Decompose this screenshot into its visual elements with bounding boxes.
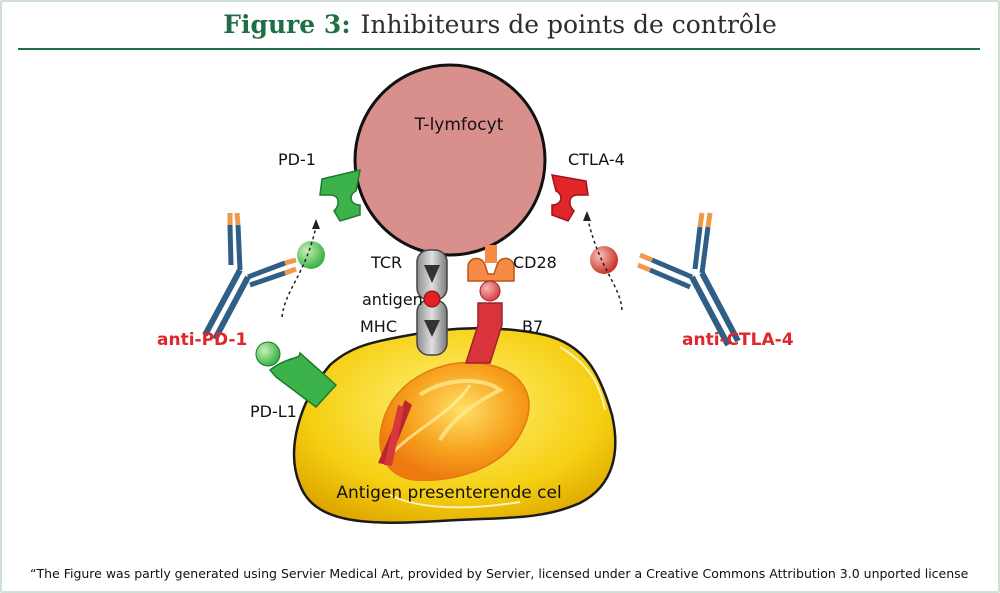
antigen-peptide-icon <box>423 290 441 308</box>
cd28-receptor-icon <box>467 257 515 282</box>
anti-ctla4-drug-sphere <box>590 246 618 274</box>
anti-pd1-label: anti-PD-1 <box>157 330 247 350</box>
apc-label: Antigen presenterende cel <box>336 483 561 503</box>
antigen-presenting-cell <box>292 327 617 524</box>
mhc-label: MHC <box>360 317 397 336</box>
header-rule <box>18 48 980 50</box>
figure-title-text: Inhibiteurs de points de contrôle <box>360 10 777 39</box>
b7-label: B7 <box>522 317 543 336</box>
tcr-label: TCR <box>370 253 402 272</box>
pd1-label: PD-1 <box>278 150 316 169</box>
antigen-label: antigen <box>362 290 423 309</box>
anti-ctla4-arrow <box>587 219 623 311</box>
anti-ctla4-label: anti-CTLA-4 <box>682 330 794 350</box>
cd28-label: CD28 <box>513 253 557 272</box>
pdl1-ligand-icon <box>255 341 338 409</box>
anti-pd1-antibody-icon <box>202 212 297 341</box>
figure-header: Figure 3: Inhibiteurs de points de contrô… <box>0 0 1000 50</box>
t-lymphocyte-label: T-lymfocyt <box>414 115 504 135</box>
credit-footnote: “The Figure was partly generated using S… <box>30 566 969 581</box>
tcr-mhc-complex <box>416 249 448 356</box>
b7-ligand-icon <box>464 280 503 364</box>
figure-number: Figure 3: <box>223 10 351 39</box>
nucleus-shape <box>378 361 530 482</box>
pd1-receptor-icon <box>319 169 361 222</box>
anti-pd1-drug-sphere <box>297 241 325 269</box>
t-lymphocyte-cell <box>353 63 547 257</box>
ctla4-label: CTLA-4 <box>568 150 625 169</box>
ctla4-receptor-icon <box>550 174 589 222</box>
anti-ctla4-antibody-icon <box>637 212 741 347</box>
anti-pd1-arrow <box>281 226 317 318</box>
figure-title: Figure 3: Inhibiteurs de points de contrô… <box>0 10 1000 39</box>
pdl1-label: PD-L1 <box>250 402 297 421</box>
checkpoint-diagram: T-lymfocyt PD-1 CTLA-4 TCR CD28 antigen … <box>157 63 794 524</box>
